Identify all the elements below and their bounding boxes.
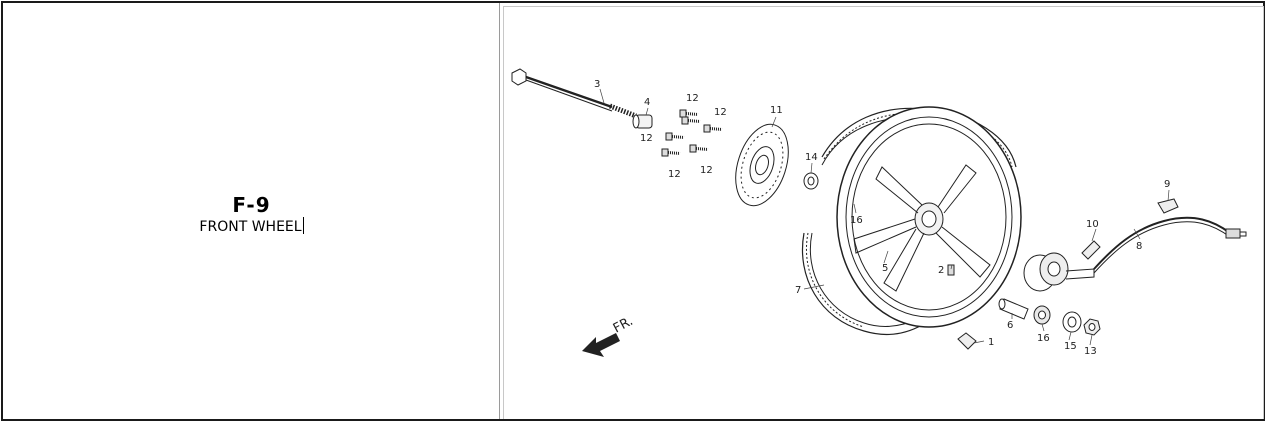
collar-part [632, 114, 653, 129]
title-block: F-9 FRONT WHEEL [3, 193, 500, 236]
label-bolt-d: 12 [700, 165, 713, 176]
axle-part [511, 68, 637, 119]
bolt-e [661, 148, 681, 157]
label-cotter: 1 [988, 337, 994, 348]
label-rim: 5 [882, 263, 888, 274]
clamp-part [1157, 198, 1179, 214]
label-spacer: 6 [1007, 320, 1013, 331]
figure-code: F-9 [232, 193, 271, 217]
exploded-view-diagram: 3 4 12 12 12 12 12 12 11 14 16 5 7 2 6 1… [511, 68, 1247, 357]
label-direction: FR. [611, 314, 636, 337]
label-axle: 3 [594, 79, 600, 90]
spacer-part [998, 298, 1029, 320]
label-bracket: 10 [1086, 219, 1099, 230]
title-cell: F-9 FRONT WHEEL [3, 3, 500, 419]
label-bolt-a: 12 [686, 93, 699, 104]
label-dust-seal-left: 16 [850, 215, 863, 226]
leader-lines [599, 88, 1170, 346]
bolt-d [689, 144, 709, 153]
bearing-left [803, 172, 819, 190]
label-collar: 4 [644, 97, 650, 108]
figure-name: FRONT WHEEL [199, 219, 302, 235]
label-valve: 2 [938, 265, 944, 276]
bolt-c [665, 132, 685, 141]
brake-disc [735, 123, 789, 207]
label-clamp: 9 [1164, 179, 1170, 190]
diagram-cell: 3 4 12 12 12 12 12 12 11 14 16 5 7 2 6 1… [500, 3, 1267, 419]
label-cable: 8 [1136, 241, 1142, 252]
valve-part [947, 264, 955, 276]
rim-part [836, 106, 1022, 328]
bolts-group [661, 109, 723, 157]
dust-seal-right [1033, 305, 1051, 325]
washer-part [1062, 311, 1082, 333]
label-washer: 15 [1064, 341, 1077, 352]
front-direction-arrow [582, 333, 620, 357]
bolt-f [681, 116, 701, 125]
bolt-a [679, 109, 699, 118]
label-bolt-b: 12 [714, 107, 727, 118]
cotter-pin-part [957, 332, 977, 350]
speedometer-cable [1093, 216, 1247, 274]
label-bolt-c: 12 [640, 133, 653, 144]
bracket-part [1081, 240, 1101, 260]
diagram-panel: 3 4 12 12 12 12 12 12 11 14 16 5 7 2 6 1… [503, 6, 1264, 419]
label-nut: 13 [1084, 346, 1097, 357]
label-bearing-left: 14 [805, 152, 818, 163]
text-cursor-icon [302, 217, 304, 234]
label-dust-seal-right: 16 [1037, 333, 1050, 344]
bolt-b [703, 124, 723, 133]
speedometer-gearbox [1023, 252, 1095, 292]
figure-name-line: FRONT WHEEL [3, 217, 500, 236]
label-tire: 7 [795, 285, 801, 296]
nut-part [1083, 318, 1101, 336]
label-disc: 11 [770, 105, 783, 116]
label-bolt-e: 12 [668, 169, 681, 180]
